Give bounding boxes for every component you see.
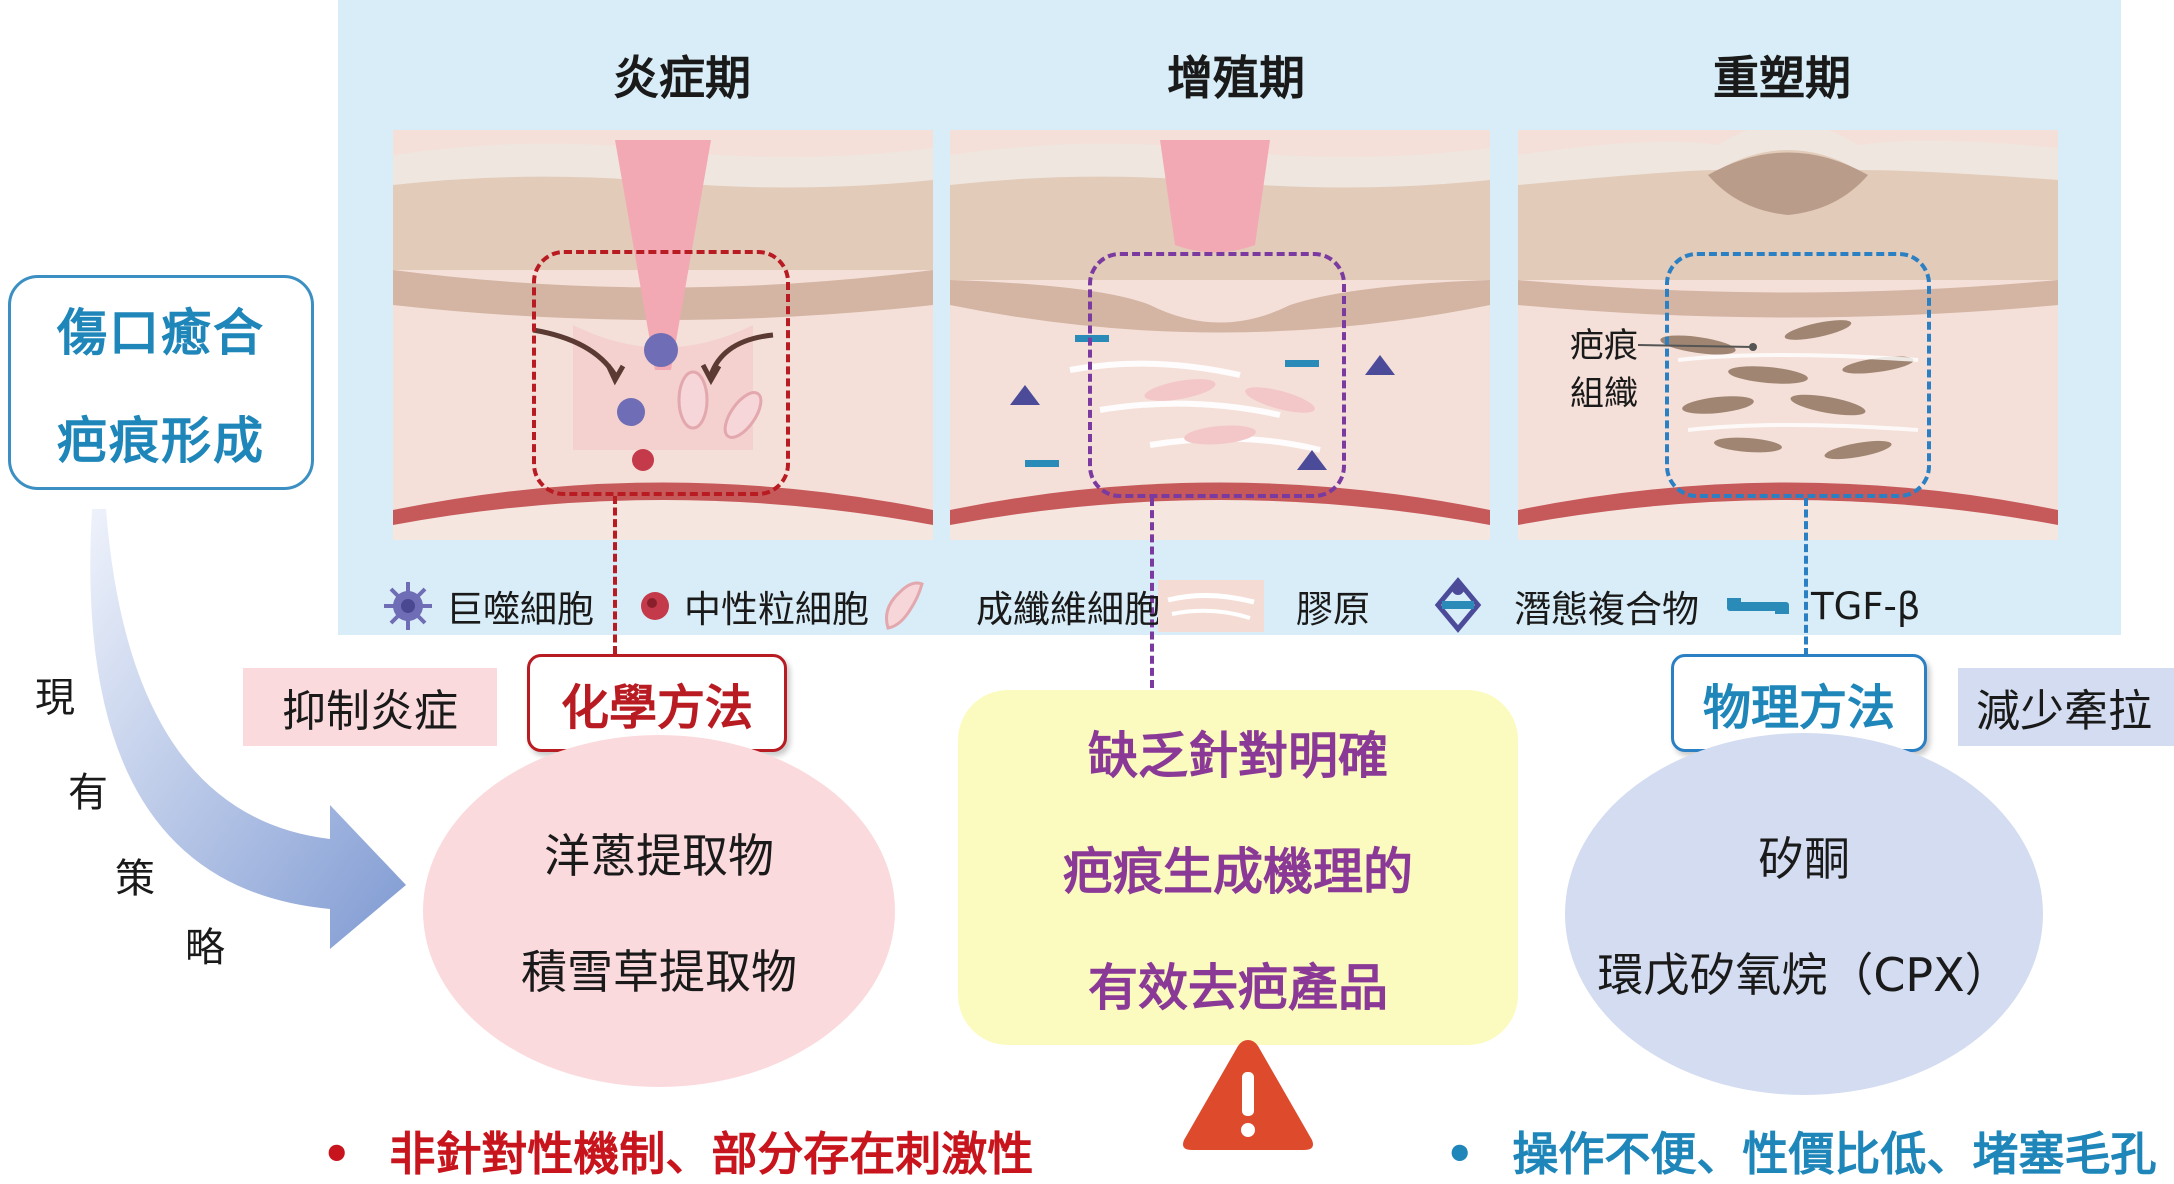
neutrophil-icon <box>641 592 669 620</box>
wound-healing-label: 傷口癒合 <box>57 303 265 362</box>
unmet-need-line-1: 缺乏針對明確 <box>1088 726 1388 785</box>
legend-latent-complex: 潛態複合物 <box>1432 577 1699 634</box>
centella-extract-label: 積雪草提取物 <box>521 945 797 999</box>
curved-arrow-icon <box>90 509 406 949</box>
stage-title-remodeling: 重塑期 <box>1713 51 1851 105</box>
inflammation-focus-box <box>532 250 790 496</box>
strategy-char-1: 現 <box>35 675 75 721</box>
legend-collagen: 膠原 <box>1158 578 1370 634</box>
skin-illustration-remodeling <box>1518 130 2058 540</box>
unmet-need-line-3: 有效去疤產品 <box>1088 958 1388 1017</box>
physical-connector-line <box>1804 498 1808 656</box>
legend-label: TGF-β <box>1811 584 1921 628</box>
strategy-char-2: 有 <box>68 770 108 816</box>
scar-tissue-label: 疤痕 組織 <box>1570 326 1638 414</box>
legend-neutrophil: 中性粒細胞 <box>638 578 869 634</box>
reduce-tension-tag: 減少牽拉 <box>1958 668 2174 746</box>
warning-icon <box>1183 1040 1313 1150</box>
scar-formation-label: 疤痕形成 <box>57 411 265 470</box>
skin-illustration-proliferation <box>950 130 1490 540</box>
anti-inflammation-tag: 抑制炎症 <box>243 668 497 746</box>
center-connector-line <box>1150 498 1154 688</box>
strategy-char-4: 略 <box>185 925 225 971</box>
bullet-icon: • <box>322 1127 352 1181</box>
stage-title-inflammation: 炎症期 <box>613 51 751 105</box>
skin-illustration-inflammation <box>393 130 933 540</box>
legend-macrophage: 巨噬細胞 <box>382 578 594 634</box>
chemical-products-ellipse: 洋蔥提取物 積雪草提取物 <box>423 735 895 1087</box>
fibroblast-icon <box>885 581 924 630</box>
legend-label: 成纖維細胞 <box>976 588 1161 631</box>
legend-label: 中性粒細胞 <box>684 588 869 631</box>
legend-fibroblast: 成纖維細胞 <box>878 578 1161 634</box>
physical-products-ellipse: 矽酮 環戊矽氧烷（CPX） <box>1565 733 2043 1095</box>
bullet-icon: • <box>1445 1127 1475 1181</box>
chemical-drawback: •非針對性機制、部分存在刺激性 <box>322 1127 1034 1181</box>
remodeling-focus-box <box>1665 252 1931 498</box>
unmet-need-line-2: 疤痕生成機理的 <box>1063 842 1413 901</box>
wound-healing-box: 傷口癒合 疤痕形成 <box>8 275 314 490</box>
chemical-connector-line <box>613 496 617 654</box>
latent-complex-icon <box>1434 577 1482 633</box>
collagen-icon <box>1158 580 1264 632</box>
physical-method-box: 物理方法 <box>1671 654 1927 752</box>
physical-drawback: •操作不便、性價比低、堵塞毛孔 <box>1445 1127 2157 1181</box>
unmet-need-box: 缺乏針對明確 疤痕生成機理的 有效去疤產品 <box>958 690 1518 1045</box>
silicone-label: 矽酮 <box>1758 832 1850 886</box>
cyclopentasiloxane-label: 環戊矽氧烷（CPX） <box>1597 948 2011 1002</box>
legend-tgf-beta: TGF-β <box>1725 578 1921 634</box>
legend-label: 巨噬細胞 <box>446 588 594 631</box>
proliferation-focus-box <box>1088 252 1346 498</box>
strategy-char-3: 策 <box>115 856 155 902</box>
stage-title-proliferation: 增殖期 <box>1167 51 1305 105</box>
onion-extract-label: 洋蔥提取物 <box>544 829 774 883</box>
legend-label: 膠原 <box>1296 588 1370 631</box>
legend-label: 潛態複合物 <box>1514 588 1699 631</box>
tgf-beta-icon <box>1727 598 1789 614</box>
macrophage-icon <box>384 582 432 630</box>
